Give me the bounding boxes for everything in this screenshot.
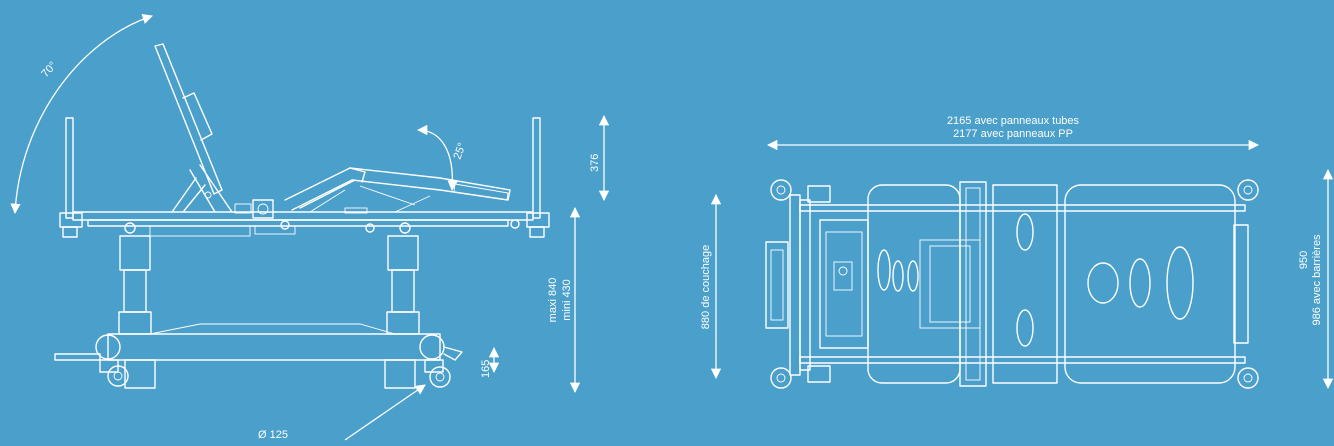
backrest [154, 43, 233, 213]
bed-frame [72, 199, 534, 237]
top-frame [799, 204, 1246, 364]
leg-section [284, 167, 511, 214]
castors [99, 359, 451, 388]
thigh-panel [992, 184, 1058, 384]
backrest-angle-arc [10, 14, 153, 215]
top-view [710, 139, 1334, 390]
height-min-label: mini 430 [561, 279, 573, 321]
length-pp-label: 2177 avec panneaux PP [953, 128, 1073, 140]
head-post [59, 117, 83, 238]
width-rails-label: 986 avec barrières [1311, 234, 1323, 326]
side-view [10, 14, 610, 441]
wheel-diameter-label: Ø 125 [258, 429, 288, 441]
backrest-angle-label: 70° [39, 60, 59, 80]
leg-panel [1064, 184, 1249, 384]
sleeping-width-label: 880 de couchage [700, 245, 712, 329]
bed-base [54, 323, 463, 389]
width-label: 950 [1298, 251, 1310, 269]
foot-post [526, 117, 550, 238]
seat-panel [959, 181, 987, 387]
legrest-angle-arc [416, 124, 458, 192]
control-unit [819, 219, 869, 349]
length-tubes-label: 2165 avec panneaux tubes [947, 115, 1080, 127]
lift-columns [118, 235, 420, 335]
height-max-label: maxi 840 [547, 278, 559, 323]
ground-clearance-label: 165 [480, 360, 492, 378]
wheel-leader [344, 384, 426, 441]
head-end [765, 185, 831, 383]
top-corner-castors [770, 179, 1259, 389]
headboard-height-label: 376 [589, 154, 601, 172]
legrest-angle-label: 25° [452, 141, 469, 161]
backrest-panel [867, 184, 961, 384]
